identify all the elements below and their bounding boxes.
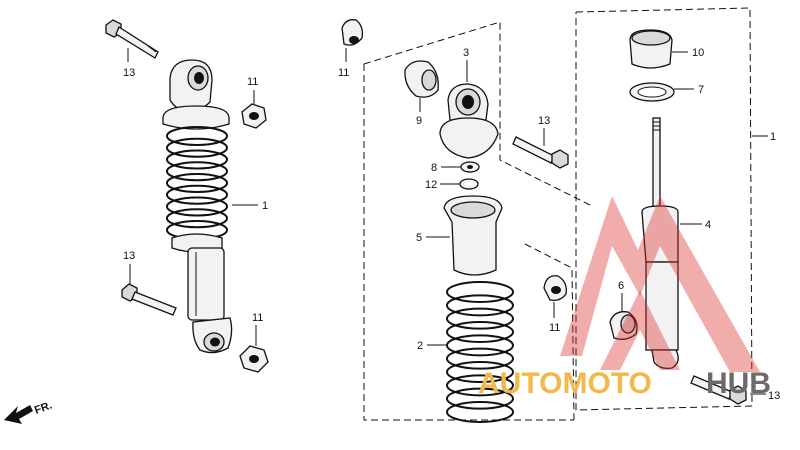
spring-coil bbox=[446, 361, 514, 383]
callout-4: 4 bbox=[705, 219, 711, 231]
callout-7: 7 bbox=[698, 84, 704, 96]
callout-2: 2 bbox=[417, 340, 423, 352]
spring-coil bbox=[166, 149, 228, 170]
right-cap bbox=[629, 29, 673, 69]
mid-clip bbox=[459, 178, 479, 190]
front-direction-arrow bbox=[4, 405, 33, 424]
watermark-text-secondary: HUB bbox=[706, 367, 771, 400]
callout-11-mid-top: 11 bbox=[338, 67, 349, 79]
direction-label: FR. bbox=[33, 399, 54, 416]
spring-coil bbox=[446, 281, 514, 303]
right-bushing bbox=[609, 311, 638, 340]
watermark-logo bbox=[560, 196, 760, 372]
callout-1-left: 1 bbox=[262, 200, 268, 212]
right-damper bbox=[641, 117, 679, 370]
right-washer bbox=[629, 82, 675, 102]
callout-13-mid: 13 bbox=[538, 115, 550, 127]
spring-coil bbox=[166, 173, 228, 193]
mid-bushing bbox=[404, 60, 439, 98]
callout-11-mid-bottom: 11 bbox=[549, 322, 560, 334]
callout-13-bottom-left: 13 bbox=[123, 250, 135, 262]
callout-12: 12 bbox=[425, 179, 437, 191]
callout-13-top: 13 bbox=[123, 67, 135, 79]
callout-9: 9 bbox=[416, 115, 422, 127]
callout-6: 6 bbox=[618, 280, 624, 292]
right-bolt bbox=[690, 375, 747, 405]
spring-coil bbox=[446, 347, 514, 370]
callout-11-top-left: 11 bbox=[247, 76, 258, 88]
mid-spring-seat bbox=[439, 83, 499, 159]
left-bottom-nut bbox=[239, 345, 269, 373]
callout-11-bottom-left: 11 bbox=[252, 312, 263, 324]
spring-coil bbox=[446, 307, 514, 330]
left-bottom-bolt bbox=[121, 283, 177, 316]
spring-coil bbox=[446, 401, 514, 423]
mid-bolt bbox=[512, 136, 569, 169]
mid-bottom-nut bbox=[543, 275, 567, 302]
mid-stopper bbox=[443, 195, 503, 276]
callout-1-right: 1 bbox=[770, 131, 776, 143]
spring-coil bbox=[446, 294, 514, 317]
spring-coil bbox=[166, 196, 228, 217]
spring-coil bbox=[446, 334, 514, 357]
callout-5: 5 bbox=[416, 232, 422, 244]
spring-coil bbox=[166, 137, 228, 158]
left-spring bbox=[166, 126, 228, 240]
left-shock-absorber bbox=[162, 59, 233, 354]
callout-10: 10 bbox=[692, 47, 704, 59]
callout-3: 3 bbox=[463, 47, 469, 59]
spring-coil bbox=[166, 208, 228, 229]
mid-top-nut bbox=[341, 19, 364, 46]
spring-coil bbox=[166, 161, 228, 182]
spring-coil bbox=[166, 184, 228, 205]
callout-8: 8 bbox=[431, 162, 437, 174]
callout-13-right: 13 bbox=[768, 390, 780, 402]
mid-washer bbox=[460, 161, 480, 173]
spring-coil bbox=[446, 374, 514, 397]
left-top-nut bbox=[241, 103, 267, 129]
spring-coil bbox=[446, 387, 514, 410]
spring-coil bbox=[446, 321, 514, 343]
mid-spring bbox=[446, 281, 514, 423]
left-top-bolt bbox=[105, 19, 159, 59]
spring-coil bbox=[166, 126, 228, 146]
watermark-text-primary: AUTOMOTO bbox=[478, 367, 652, 400]
